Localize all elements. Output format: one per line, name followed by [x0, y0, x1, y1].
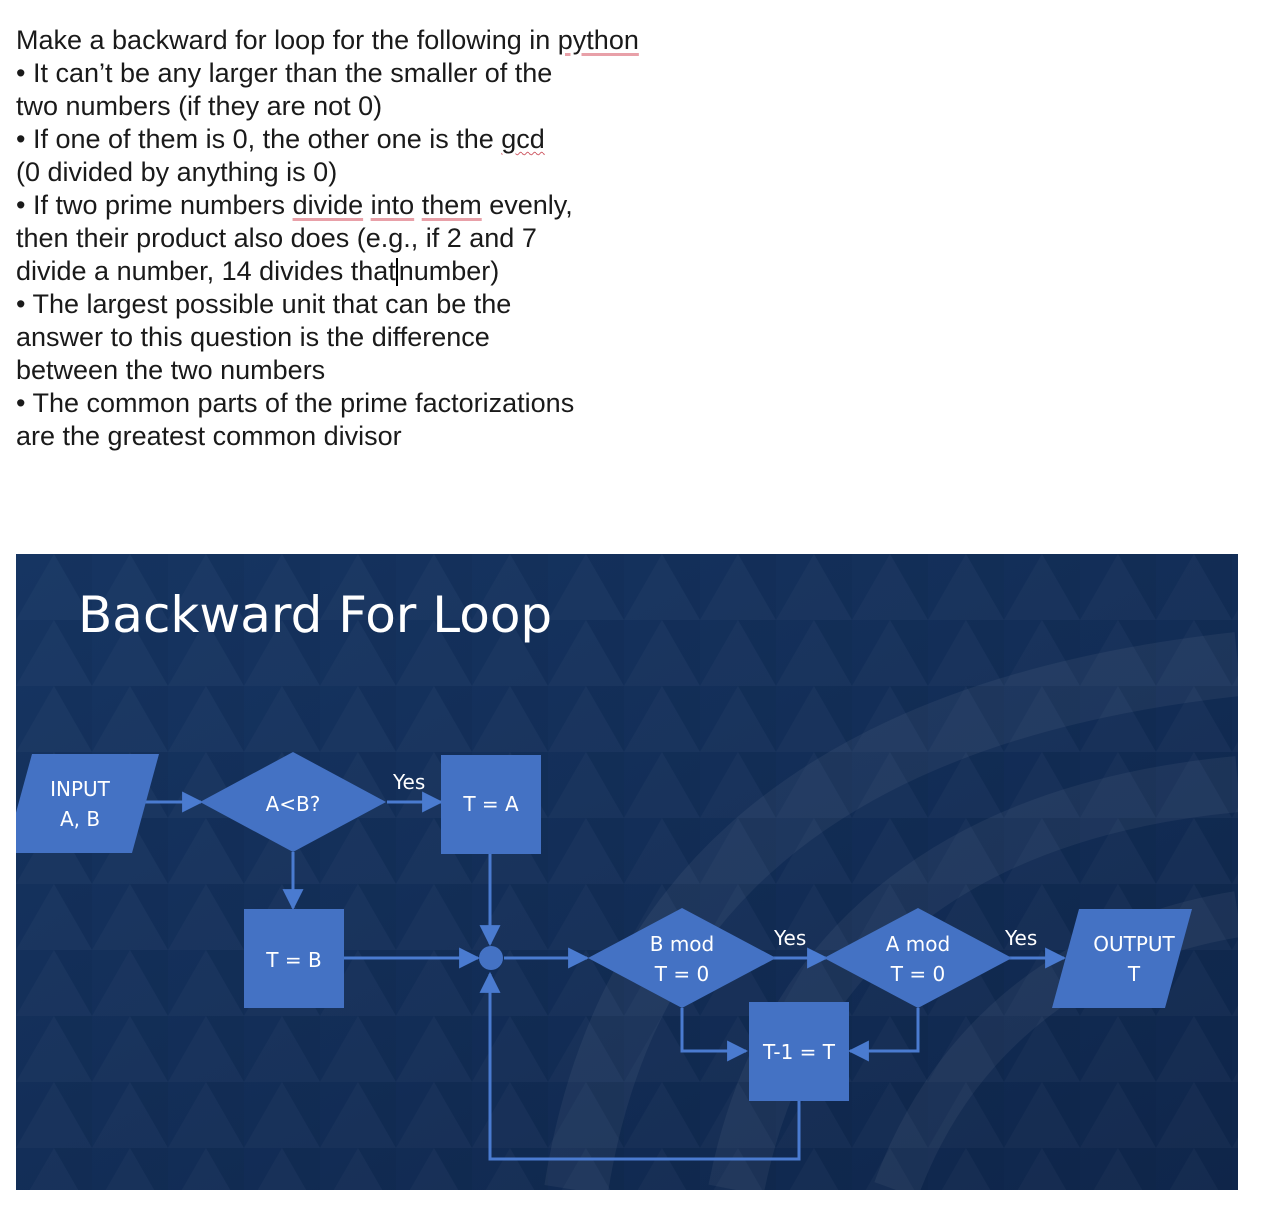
input-parallelogram [16, 754, 159, 853]
grammar-underline: them [421, 190, 482, 220]
output-parallelogram [1052, 909, 1192, 1008]
amod-diamond [824, 908, 1012, 1008]
junction-node [479, 946, 503, 970]
amod-label-line2: T = 0 [890, 962, 946, 986]
slide-title: Backward For Loop [78, 586, 553, 644]
yes-label-bmod: Yes [774, 926, 807, 950]
assign-b-box [244, 909, 344, 1008]
decrement-label: T-1 = T [762, 1040, 835, 1064]
bullet-4-cont-2: between the two numbers [16, 355, 326, 385]
bmod-label-line2: T = 0 [654, 962, 710, 986]
shapes [16, 752, 1192, 1101]
output-label-line2: T [1127, 962, 1141, 986]
bullet-4: • The largest possible unit that can be … [16, 289, 512, 319]
prompt-line: Make a backward for loop for the followi… [16, 25, 639, 55]
grammar-underline: divide [292, 190, 364, 220]
edge-bmod-to-decrement [680, 1008, 749, 1062]
assign-b-label: T = B [266, 948, 322, 972]
bmod-diamond [588, 908, 776, 1008]
bullet-2: • If one of them is 0, the other one is … [16, 124, 545, 154]
input-label-line1: INPUT [50, 777, 110, 801]
output-label-line1: OUTPUT [1093, 932, 1175, 956]
output-label: OUTPUT T [1082, 929, 1186, 989]
grammar-underline: into [370, 190, 415, 220]
assign-a-label: T = A [463, 792, 519, 816]
edge-loop-back [479, 971, 801, 1161]
spellcheck-underline: python [557, 25, 639, 55]
decrement-box [749, 1002, 849, 1101]
edge-amod-to-decrement [847, 1008, 920, 1062]
bullet-1: • It can’t be any larger than the smalle… [16, 58, 553, 88]
bmod-label: B mod T = 0 [637, 929, 727, 989]
input-label-line2: A, B [59, 807, 101, 831]
compare-label: A<B? [265, 792, 321, 816]
bullet-2-cont: (0 divided by anything is 0) [16, 157, 338, 187]
bullet-3-cont-1: then their product also does (e.g., if 2… [16, 223, 537, 253]
yes-label-amod: Yes [1005, 926, 1038, 950]
spellcheck-underline: gcd [501, 124, 545, 154]
bullet-1-cont: two numbers (if they are not 0) [16, 91, 383, 121]
compare-diamond [200, 752, 386, 852]
flowchart-canvas [16, 554, 1238, 1190]
text-cursor [395, 258, 398, 286]
triangle-pattern [16, 554, 1238, 1190]
bullet-5: • The common parts of the prime factoriz… [16, 388, 575, 418]
assign-a-box [441, 755, 541, 854]
connectors [145, 791, 1067, 1161]
question-text[interactable]: Make a backward for loop for the followi… [16, 24, 716, 453]
bullet-3: • If two prime numbers divide into them … [16, 190, 573, 220]
bullet-4-cont-1: answer to this question is the differenc… [16, 322, 490, 352]
yes-label-compare: Yes [393, 770, 426, 794]
bmod-label-line1: B mod [649, 932, 715, 956]
amod-label-line1: A mod [885, 932, 951, 956]
flowchart-slide: Backward For Loop INPUT A, B A<B? T = A … [16, 554, 1238, 1190]
bullet-5-cont: are the greatest common divisor [16, 421, 402, 451]
amod-label: A mod T = 0 [873, 929, 963, 989]
input-label: INPUT A, B [40, 774, 120, 834]
